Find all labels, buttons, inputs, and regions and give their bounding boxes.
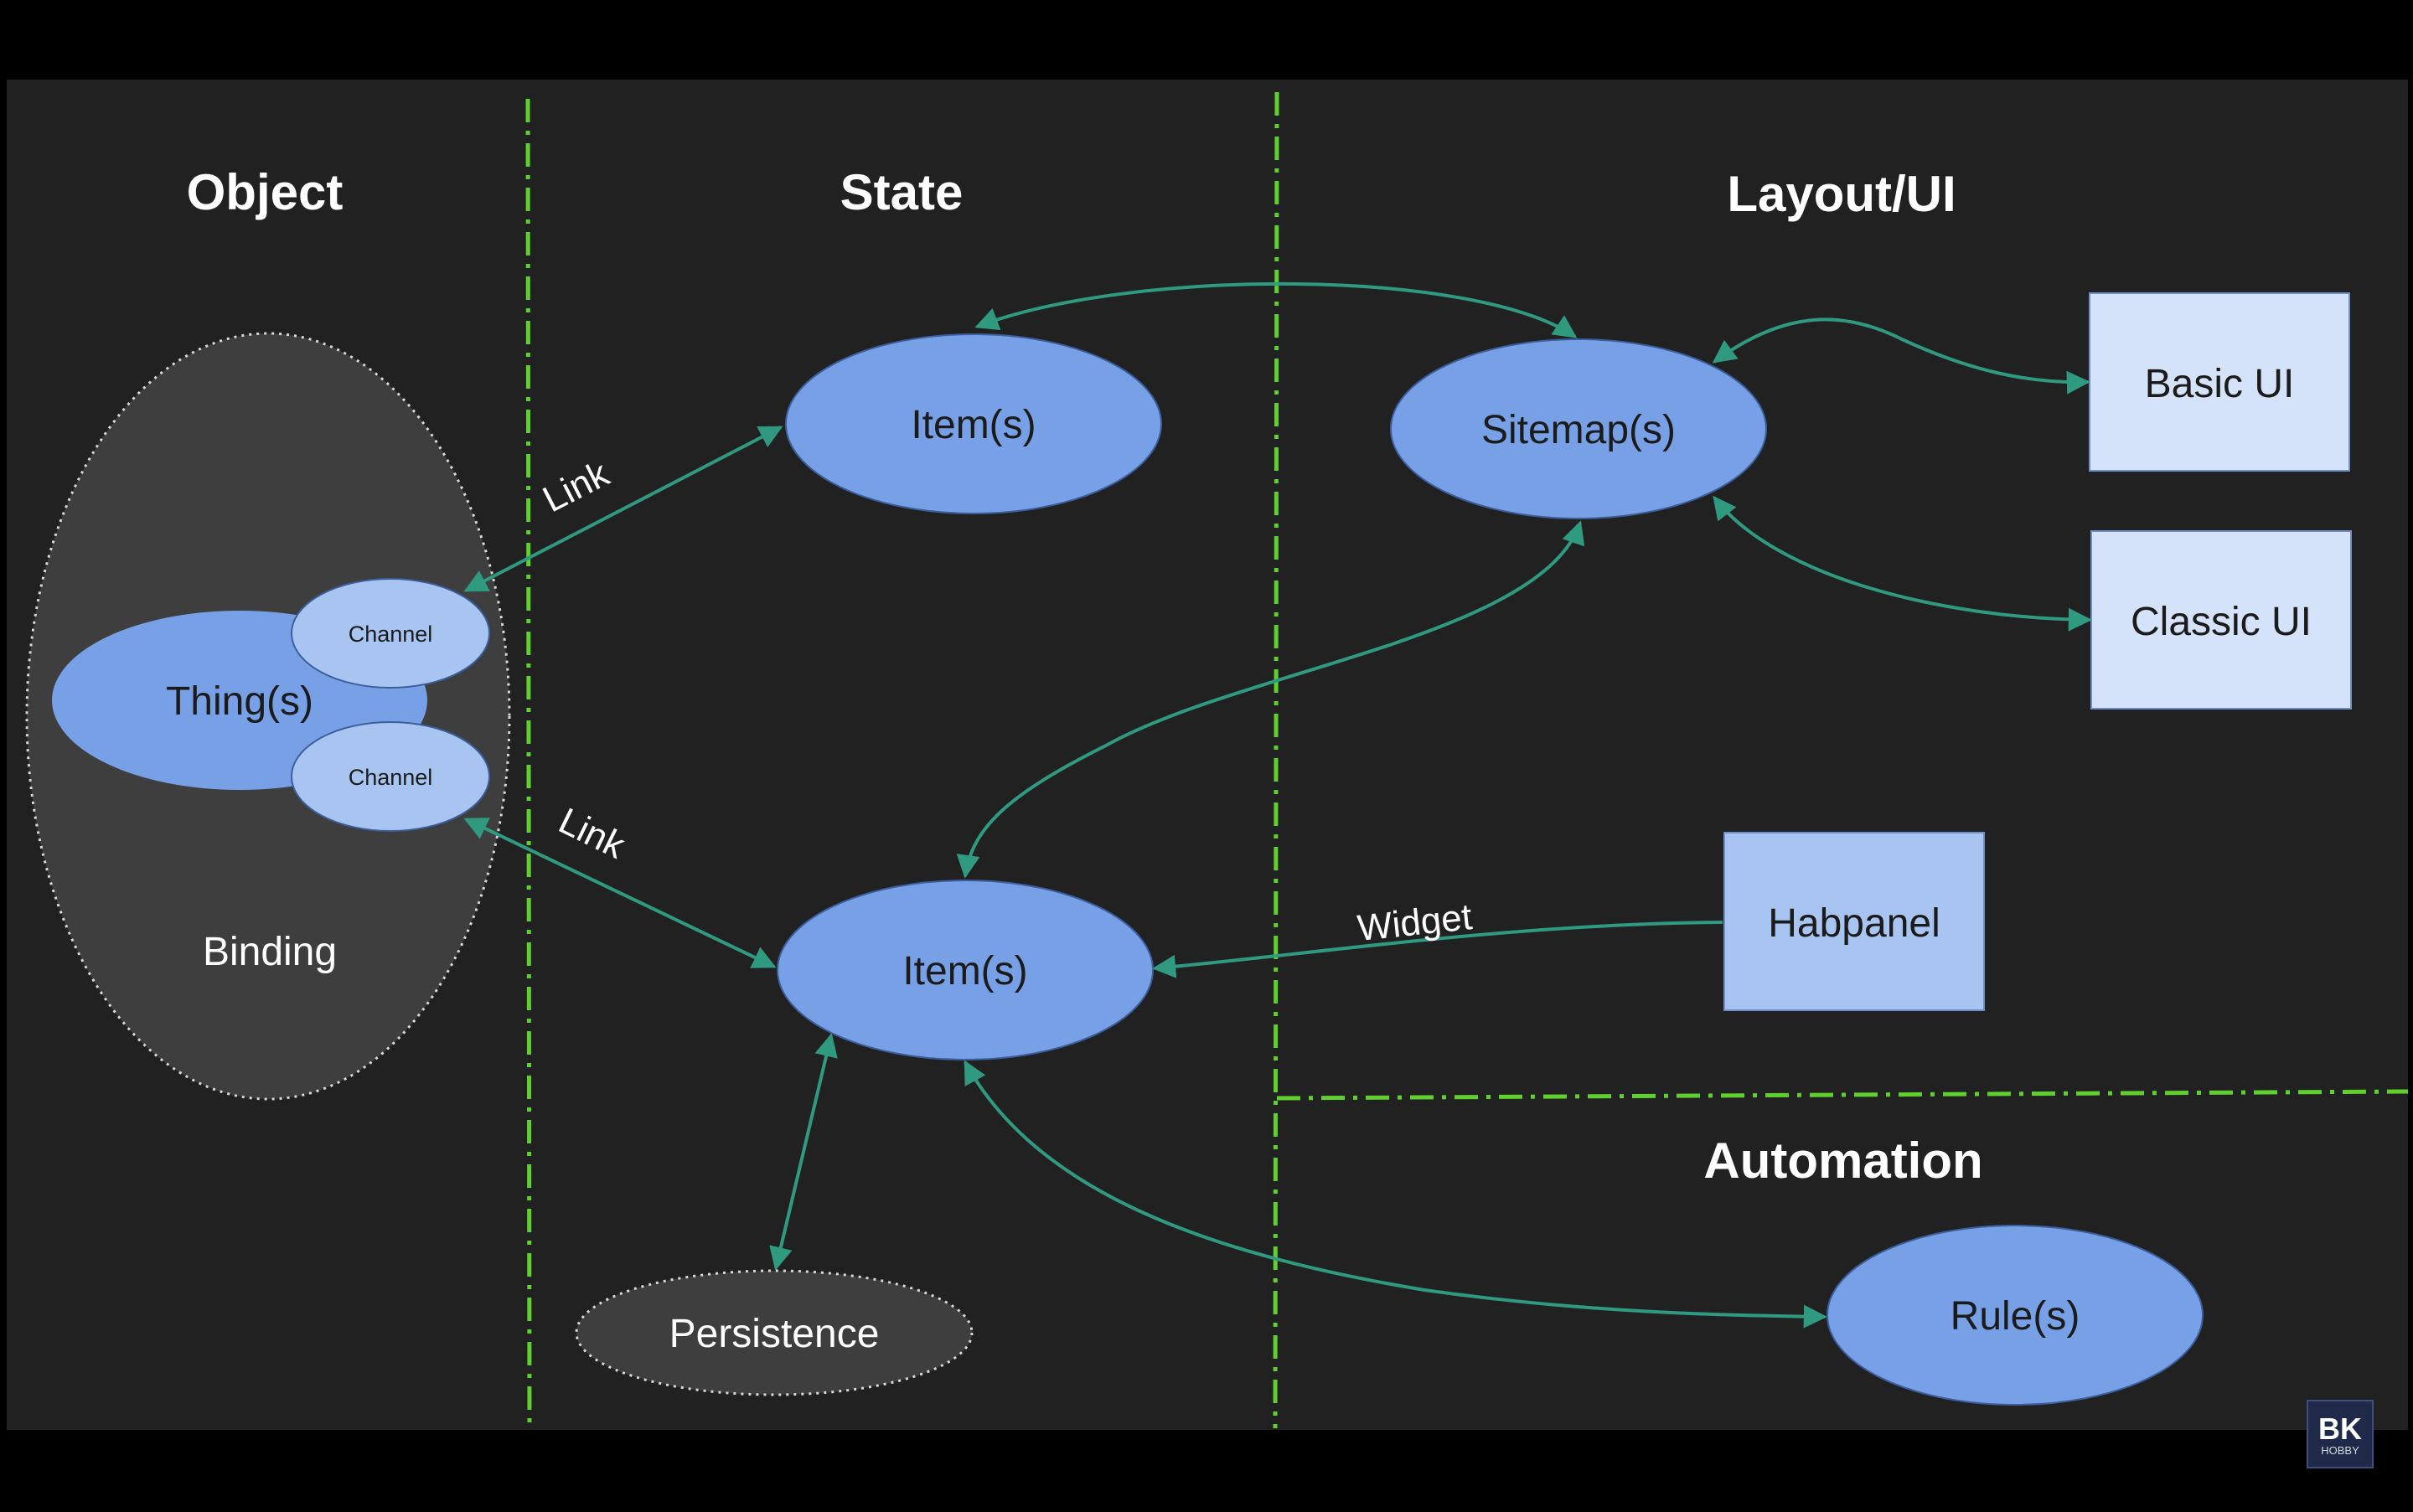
sitemap-classic-ui-arrow — [1713, 495, 2092, 632]
heading-layout-ui: Layout/UI — [1727, 166, 1956, 222]
item-node-top[interactable] — [785, 333, 1162, 514]
binding-label: Binding — [203, 930, 337, 974]
heading-object: Object — [187, 164, 344, 220]
habpanel-label: Habpanel — [1768, 901, 1940, 946]
basic-ui-label: Basic UI — [2145, 362, 2295, 406]
habpanel-widget-arrow — [1152, 921, 1723, 978]
sitemap-basic-ui-arrow — [1712, 317, 2090, 395]
channel-top-label: Channel — [349, 622, 433, 647]
item-persistence-arrow — [769, 1033, 838, 1271]
bk-hobby-logo: BK HOBBY — [2307, 1400, 2374, 1468]
sitemap-label: Sitemap(s) — [1481, 408, 1676, 452]
rules-node[interactable] — [1827, 1225, 2204, 1406]
link-arrow-bottom — [463, 818, 777, 968]
item-top-label: Item(s) — [911, 403, 1036, 447]
link-arrow-top — [463, 426, 783, 592]
things-label: Thing(s) — [166, 679, 313, 724]
classic-ui-label: Classic UI — [2131, 600, 2312, 644]
sitemap-item-arrow — [956, 520, 1585, 879]
persistence-label: Persistence — [669, 1312, 880, 1356]
item-sitemap-arrow-top — [974, 281, 1578, 338]
persistence-node[interactable] — [575, 1269, 974, 1396]
item-rules-arrow — [964, 1060, 1827, 1329]
heading-automation: Automation — [1703, 1133, 1982, 1189]
rules-label: Rule(s) — [1951, 1294, 2080, 1339]
logo-sub: HOBBY — [2321, 1444, 2359, 1457]
heading-state: State — [840, 164, 964, 220]
classic-ui-box[interactable] — [2090, 530, 2352, 710]
sitemap-node[interactable] — [1390, 338, 1767, 519]
item-bottom-label: Item(s) — [902, 949, 1027, 993]
habpanel-box[interactable] — [1723, 832, 1985, 1011]
logo-main: BK — [2318, 1411, 2362, 1446]
channel-node-top[interactable] — [291, 578, 490, 689]
channel-bottom-label: Channel — [349, 765, 433, 790]
channel-node-bottom[interactable] — [291, 721, 490, 832]
